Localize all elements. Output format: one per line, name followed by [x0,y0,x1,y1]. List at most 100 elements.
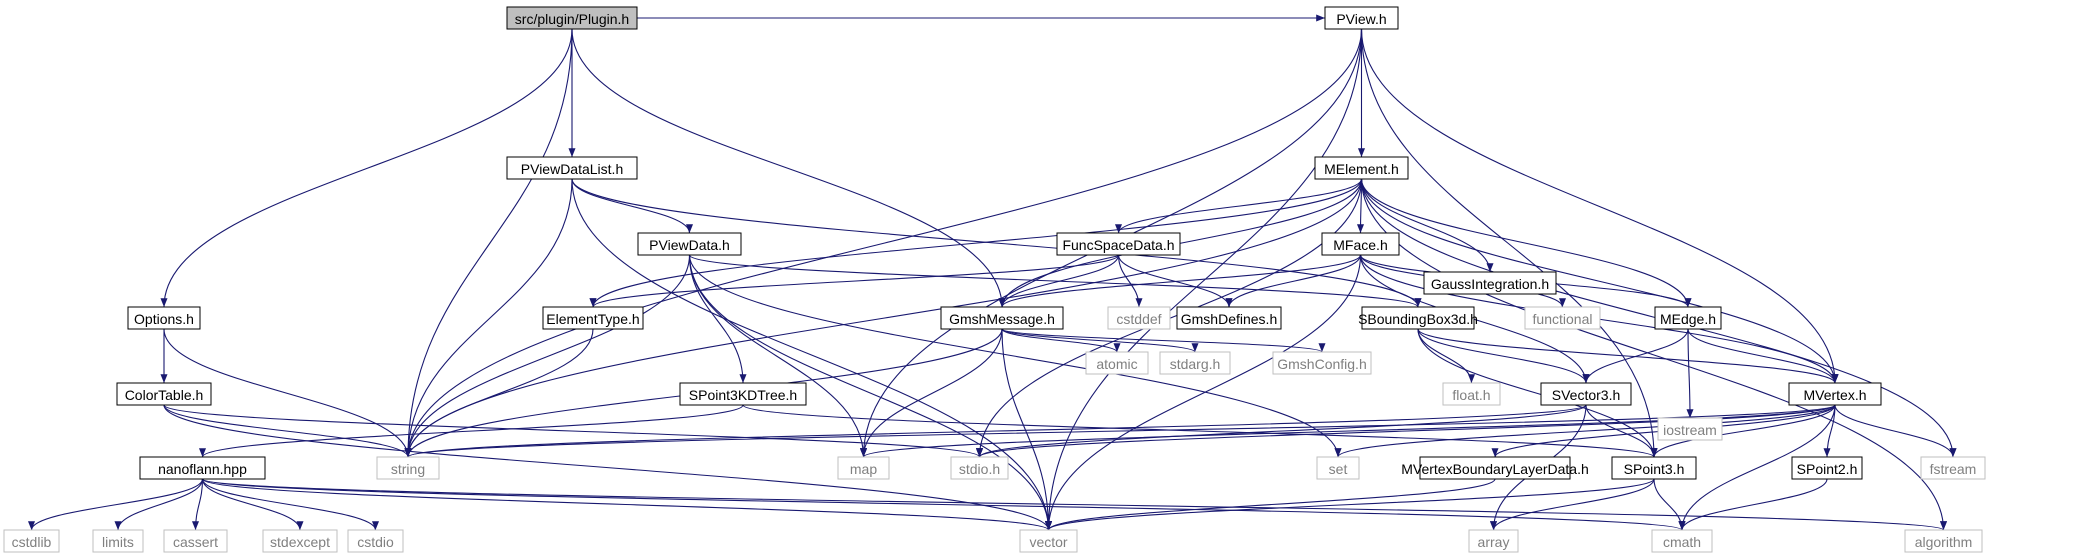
node-sbbox[interactable]: SBoundingBox3d.h [1358,306,1478,330]
edge-mvertex-to-map [860,404,1836,458]
node-medge[interactable]: MEdge.h [1654,306,1722,330]
node-mface[interactable]: MFace.h [1321,232,1400,256]
edge-path [191,478,204,531]
edge-path [404,328,594,458]
edge-mface-to-gmshmessage [998,254,1362,308]
edge-svector3-to-string [404,404,1587,458]
edge-path [1360,178,1494,273]
node-label: atomic [1096,356,1137,372]
node-gmshdefines[interactable]: GmshDefines.h [1176,306,1282,330]
edge-gmshmessage-to-stdarg [1001,328,1199,353]
node-label: SVector3.h [1552,387,1621,403]
node-map: map [837,456,890,480]
node-elementtype[interactable]: ElementType.h [542,306,644,330]
node-box [1654,306,1722,330]
node-box [950,456,1009,480]
node-options[interactable]: Options.h [127,306,201,330]
node-label: SPoint3.h [1624,461,1685,477]
node-set: set [1316,456,1360,480]
edge-pviewdatalist-to-pviewdata [571,178,693,234]
edge-nanoflann-to-cstdio [201,478,379,531]
edge-path [571,178,1052,531]
edge-path [404,404,1587,458]
edge-plugin-to-string [404,28,573,458]
nodes-layer: src/plugin/Plugin.h PView.hPViewDataList.… [3,6,1986,553]
node-svector3[interactable]: SVector3.h [1540,382,1632,406]
node-gmshmessage[interactable]: GmshMessage.h [940,306,1064,330]
node-label: GmshConfig.h [1277,356,1366,372]
edge-path [1225,254,1362,308]
edge-path [998,254,1362,308]
edge-path [163,404,1052,531]
edge-spoint3kd-to-spoint3 [742,404,1658,458]
node-label: fstream [1930,461,1977,477]
node-label: FuncSpaceData.h [1062,237,1174,253]
edge-nanoflann-to-cmath [201,478,1685,531]
node-colortable[interactable]: ColorTable.h [116,382,212,406]
node-box [1419,456,1571,480]
edge-path [1417,328,1839,384]
edge-path [163,404,412,458]
node-funcspacedata[interactable]: FuncSpaceData.h [1056,232,1181,256]
edge-path [1650,404,1836,458]
edge-path [201,478,1052,531]
edge-path [1334,404,1836,458]
node-stdarg: stdarg.h [1159,351,1231,375]
node-pviewdata[interactable]: PViewData.h [637,232,742,256]
node-label: MElement.h [1324,161,1399,177]
node-pview[interactable]: PView.h [1324,6,1399,30]
node-functional: functional [1524,306,1601,330]
node-cassert: cassert [163,529,228,553]
edge-melement-to-funcspacedata [1115,178,1363,234]
node-melement[interactable]: MElement.h [1314,156,1409,180]
node-box [1611,456,1697,480]
node-label: float.h [1452,387,1490,403]
node-label: string [391,461,425,477]
node-cmath: cmath [1651,529,1713,553]
node-mvbl[interactable]: MVertexBoundaryLayerData.h [1401,456,1589,480]
node-spoint3kd[interactable]: SPoint3KDTree.h [679,382,807,406]
edge-pviewdata-to-set [688,254,1342,458]
node-box [1019,529,1078,553]
edge-gmshmessage-to-map [860,328,1003,458]
node-atomic: atomic [1085,351,1149,375]
edge-funcspacedata-to-gmshdefines [1117,254,1233,308]
node-box [542,306,644,330]
edge-path [1653,478,1686,531]
edge-path [404,28,573,458]
node-limits: limits [92,529,144,553]
node-gaussint[interactable]: GaussIntegration.h [1423,271,1557,295]
node-label: stdexcept [270,534,330,550]
edge-path [1360,28,1839,384]
node-plugin[interactable]: src/plugin/Plugin.h [506,6,638,30]
node-box [139,456,266,480]
node-label: stdio.h [959,461,1000,477]
node-label: src/plugin/Plugin.h [515,11,629,27]
node-label: nanoflann.hpp [158,461,247,477]
edge-path [976,404,1587,458]
node-nanoflann[interactable]: nanoflann.hpp [139,456,266,480]
node-box [1176,306,1282,330]
node-spoint2[interactable]: SPoint2.h [1791,456,1863,480]
edge-path [201,478,379,531]
node-fstream: fstream [1920,456,1986,480]
node-box [1540,382,1632,406]
edge-path [688,254,1052,531]
edge-melement-to-elementtype [589,178,1363,308]
edge-pviewdata-to-vector [688,254,1052,531]
edge-path [1117,254,1233,308]
edge-path [1417,328,1590,384]
node-spoint3[interactable]: SPoint3.h [1611,456,1697,480]
edge-mvertex-to-cmath [1678,404,1836,531]
edge-path [688,254,1342,458]
node-string: string [376,456,440,480]
node-label: iostream [1663,422,1717,438]
node-mvertex[interactable]: MVertex.h [1788,382,1882,406]
edge-path [1687,328,1839,384]
node-stdexcept: stdexcept [262,529,338,553]
edge-nanoflann-to-vector [201,478,1052,531]
node-box [1651,529,1713,553]
edge-path [28,478,204,531]
node-pviewdatalist[interactable]: PViewDataList.h [506,156,638,180]
